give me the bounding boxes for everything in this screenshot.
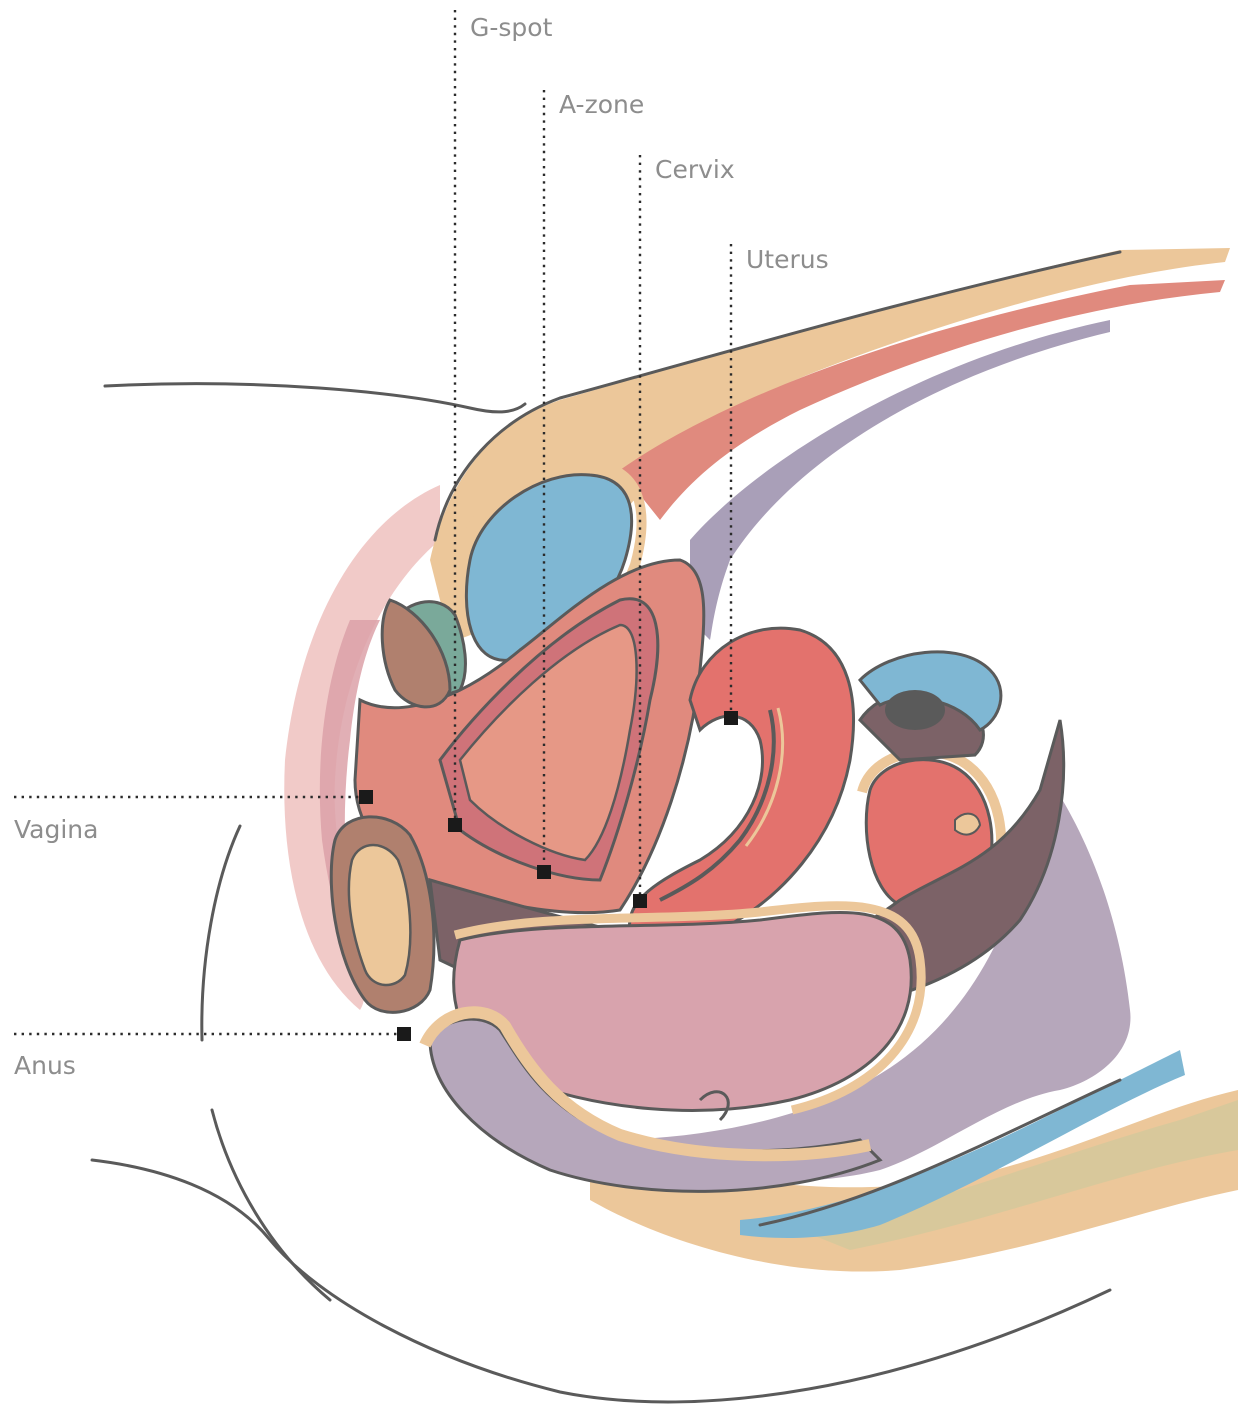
marker-vagina — [359, 790, 373, 804]
bowel-notch — [955, 814, 980, 835]
ovary — [885, 690, 945, 730]
label-cervix: Cervix — [655, 155, 735, 184]
label-uterus: Uterus — [746, 245, 829, 274]
marker-g-spot — [448, 818, 462, 832]
marker-cervix — [633, 894, 647, 908]
label-g-spot: G-spot — [470, 13, 553, 42]
marker-a-zone — [537, 865, 551, 879]
label-anus: Anus — [14, 1051, 76, 1080]
label-vagina: Vagina — [14, 815, 98, 844]
marker-uterus — [724, 711, 738, 725]
marker-anus — [397, 1027, 411, 1041]
label-a-zone: A-zone — [559, 90, 644, 119]
